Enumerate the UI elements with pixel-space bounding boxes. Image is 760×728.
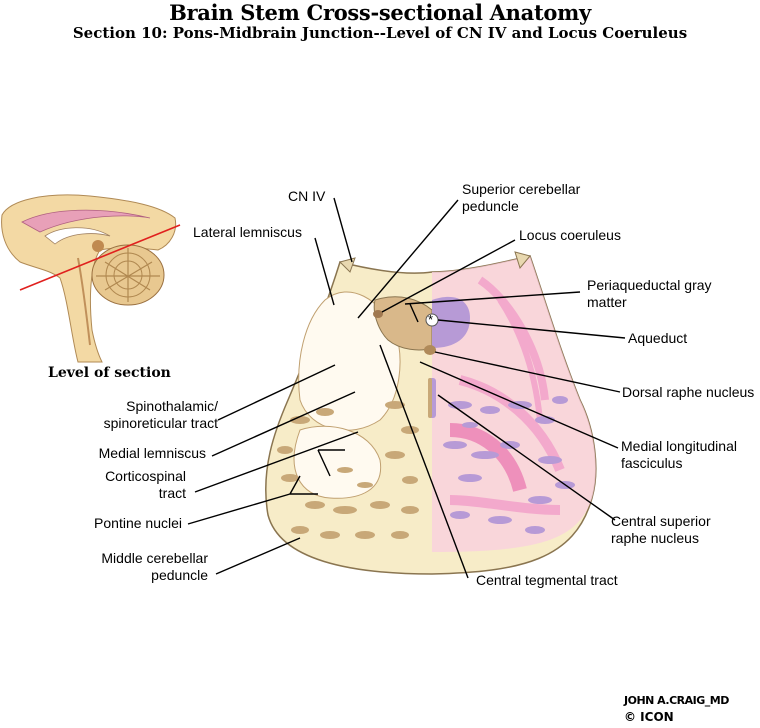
label-superior-cerebellar-peduncle-2: peduncle <box>462 198 519 214</box>
label-central-tegmental-tract: Central tegmental tract <box>476 572 618 588</box>
cerebellum-drawing <box>91 244 165 306</box>
label-superior-cerebellar-peduncle-1: Superior cerebellar <box>462 181 581 197</box>
artist-signature: JOHN A.CRAIG_MD <box>624 694 729 707</box>
sagittal-brain-drawing <box>1 194 181 363</box>
label-lateral-lemniscus: Lateral lemniscus <box>193 224 302 240</box>
tan-fiber-bundles <box>277 401 419 539</box>
pons-midbrain-cross-section <box>265 251 597 575</box>
label-medial-lemniscus: Medial lemniscus <box>98 445 206 461</box>
label-middle-cerebellar-1: Middle cerebellar <box>101 550 208 566</box>
label-pontine-nuclei: Pontine nuclei <box>94 515 182 531</box>
label-medial-longitudinal-fasciculus-2: fasciculus <box>621 455 683 471</box>
label-corticospinal-1: Corticospinal <box>105 468 186 484</box>
leader-lines <box>187 197 626 579</box>
label-aqueduct: Aqueduct <box>628 330 688 346</box>
page-subtitle: Section 10: Pons-Midbrain Junction--Leve… <box>72 24 688 42</box>
label-periaqueductal-gray-2: matter <box>587 294 627 310</box>
aqueduct-marker: * <box>428 312 433 327</box>
label-medial-longitudinal-fasciculus-1: Medial longitudinal <box>621 438 737 454</box>
copyright-logo: © ICON <box>624 710 674 724</box>
label-middle-cerebellar-2: peduncle <box>151 567 208 583</box>
section-level-line <box>19 224 181 291</box>
label-corticospinal-2: tract <box>158 485 186 501</box>
inset-caption: Level of section <box>48 365 171 381</box>
label-dorsal-raphe-nucleus: Dorsal raphe nucleus <box>622 384 755 400</box>
label-locus-coeruleus: Locus coeruleus <box>519 227 621 243</box>
label-central-superior-raphe-2: raphe nucleus <box>611 530 699 546</box>
label-spinothalamic-1: Spinothalamic/ <box>126 398 218 414</box>
label-cn4: CN IV <box>288 188 326 204</box>
label-central-superior-raphe-1: Central superior <box>611 513 711 529</box>
label-periaqueductal-gray-1: Periaqueductal gray <box>587 277 712 293</box>
page-title: Brain Stem Cross-sectional Anatomy <box>169 0 591 25</box>
label-spinothalamic-2: spinoreticular tract <box>103 415 218 431</box>
